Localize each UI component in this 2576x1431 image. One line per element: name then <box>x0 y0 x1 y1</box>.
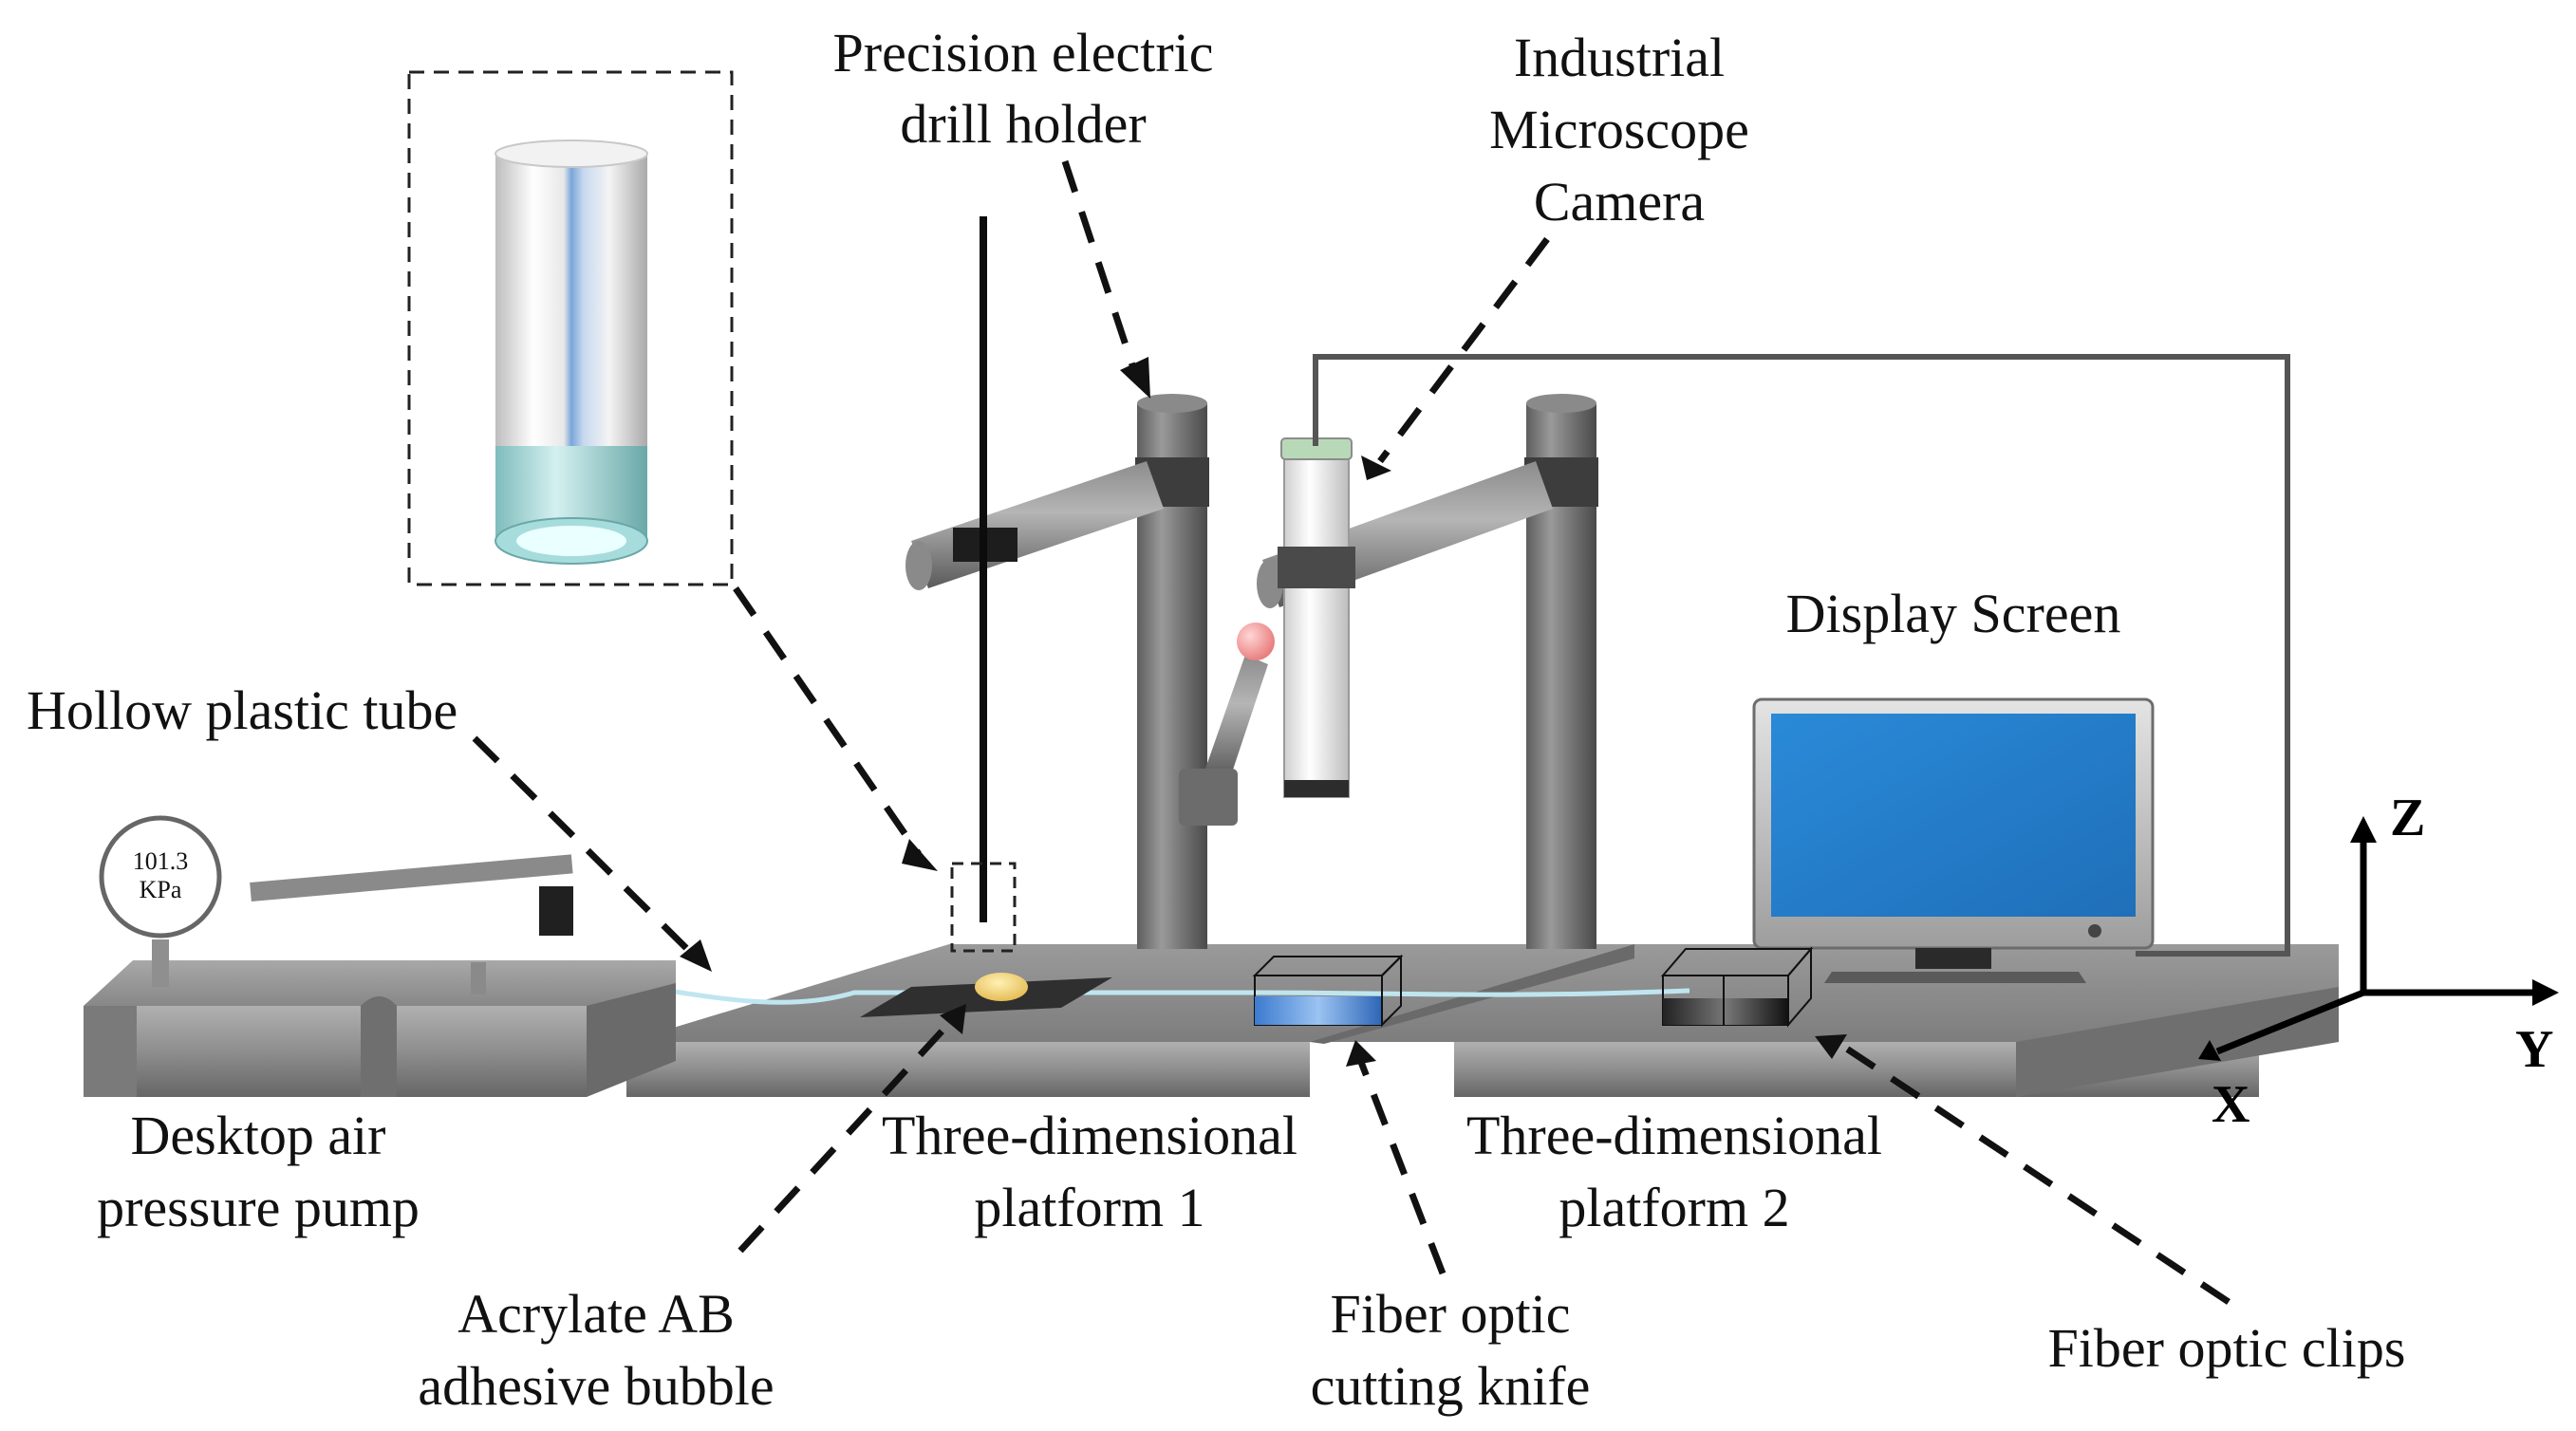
knife-blade <box>1255 996 1382 1025</box>
cutting-knife-label-line2: cutting knife <box>1311 1355 1591 1417</box>
hollow-tube-label: Hollow plastic tube <box>27 679 457 741</box>
tube-detail-inset <box>407 70 734 586</box>
drill-holder-label-line2: drill holder <box>900 93 1146 155</box>
adhesive-label-line2: adhesive bubble <box>418 1355 774 1417</box>
inset-connector-arrow <box>733 586 922 856</box>
pump-body-right <box>397 1006 587 1097</box>
platform-2-label-line1: Three-dimensional <box>1466 1105 1882 1166</box>
inset-frame <box>407 70 734 586</box>
drill-holder-label-line1: Precision electric <box>833 22 1214 84</box>
z-axis-label: Z <box>2390 789 2425 847</box>
lever-base <box>1179 769 1238 826</box>
monitor-neck <box>1915 948 1991 969</box>
fiber-optic-clips <box>1660 946 1814 1028</box>
monitor-screen <box>1771 714 2136 917</box>
tube-top <box>495 139 648 168</box>
microscope-camera <box>1278 437 1355 798</box>
camera-label-line2: Microscope <box>1489 99 1749 160</box>
tube-body <box>495 154 647 446</box>
platform-2-label-line2: platform 2 <box>1559 1177 1789 1238</box>
drill-tip-detail-box <box>950 862 1017 953</box>
x-axis <box>2215 989 2365 1055</box>
display-cable <box>1313 354 2290 957</box>
platform-1-label-line1: Three-dimensional <box>882 1105 1297 1166</box>
hollow-tube-arrow <box>472 735 698 959</box>
gauge-stem <box>152 939 169 987</box>
x-axis-label: X <box>2212 1075 2249 1134</box>
handle-pivot <box>539 886 573 936</box>
pump-label-line2: pressure pump <box>97 1177 420 1238</box>
gauge-unit: KPa <box>140 876 182 903</box>
stand-1-arm <box>911 461 1164 588</box>
clips-arrow <box>1838 1041 2231 1305</box>
pump-handle <box>250 854 573 901</box>
microscope-stand <box>1179 394 1598 949</box>
cutting-knife-arrow <box>1355 1055 1447 1275</box>
camera-label-line1: Industrial <box>1514 27 1725 88</box>
outlet-nozzle <box>471 962 486 994</box>
pump-label-line1: Desktop air <box>131 1105 386 1166</box>
clip-base <box>1663 998 1788 1025</box>
fiber-cutting-knife <box>1252 954 1404 1028</box>
air-pressure-pump: 101.3 KPa <box>84 815 676 1097</box>
adhesive-droplet <box>975 973 1028 1001</box>
gauge-value: 101.3 <box>133 847 189 875</box>
adhesive-label-line1: Acrylate AB <box>457 1283 735 1345</box>
adhesive-bubble <box>860 973 1112 1017</box>
drill-rod <box>980 216 987 922</box>
power-icon <box>2088 924 2101 938</box>
y-axis-label: Y <box>2515 1020 2553 1079</box>
camera-body <box>1283 445 1350 798</box>
pressure-gauge-dial <box>99 815 222 939</box>
platform-2-front <box>1454 1042 2016 1097</box>
camera-label-line3: Camera <box>1534 171 1705 232</box>
display-screen-label: Display Screen <box>1786 583 2121 644</box>
drill-holder-stand <box>905 216 1209 953</box>
lever-ball <box>1237 623 1275 660</box>
coordinate-axes: Z Y X <box>2198 789 2559 1134</box>
camera-clamp <box>1278 547 1355 588</box>
cutting-knife-label-line1: Fiber optic <box>1331 1283 1571 1345</box>
drill-holder-arrow <box>1061 159 1141 381</box>
camera-lens <box>1284 780 1349 797</box>
focus-lever <box>1205 655 1268 778</box>
pump-body-left <box>137 1006 361 1097</box>
platform-1-label-line2: platform 1 <box>974 1177 1204 1238</box>
display-monitor <box>1752 697 2155 983</box>
monitor-base <box>1824 972 2086 983</box>
arrowhead <box>902 839 938 871</box>
clips-label: Fiber optic clips <box>2048 1317 2406 1379</box>
camera-arrow <box>1377 236 1550 464</box>
tube-opening <box>516 526 626 556</box>
